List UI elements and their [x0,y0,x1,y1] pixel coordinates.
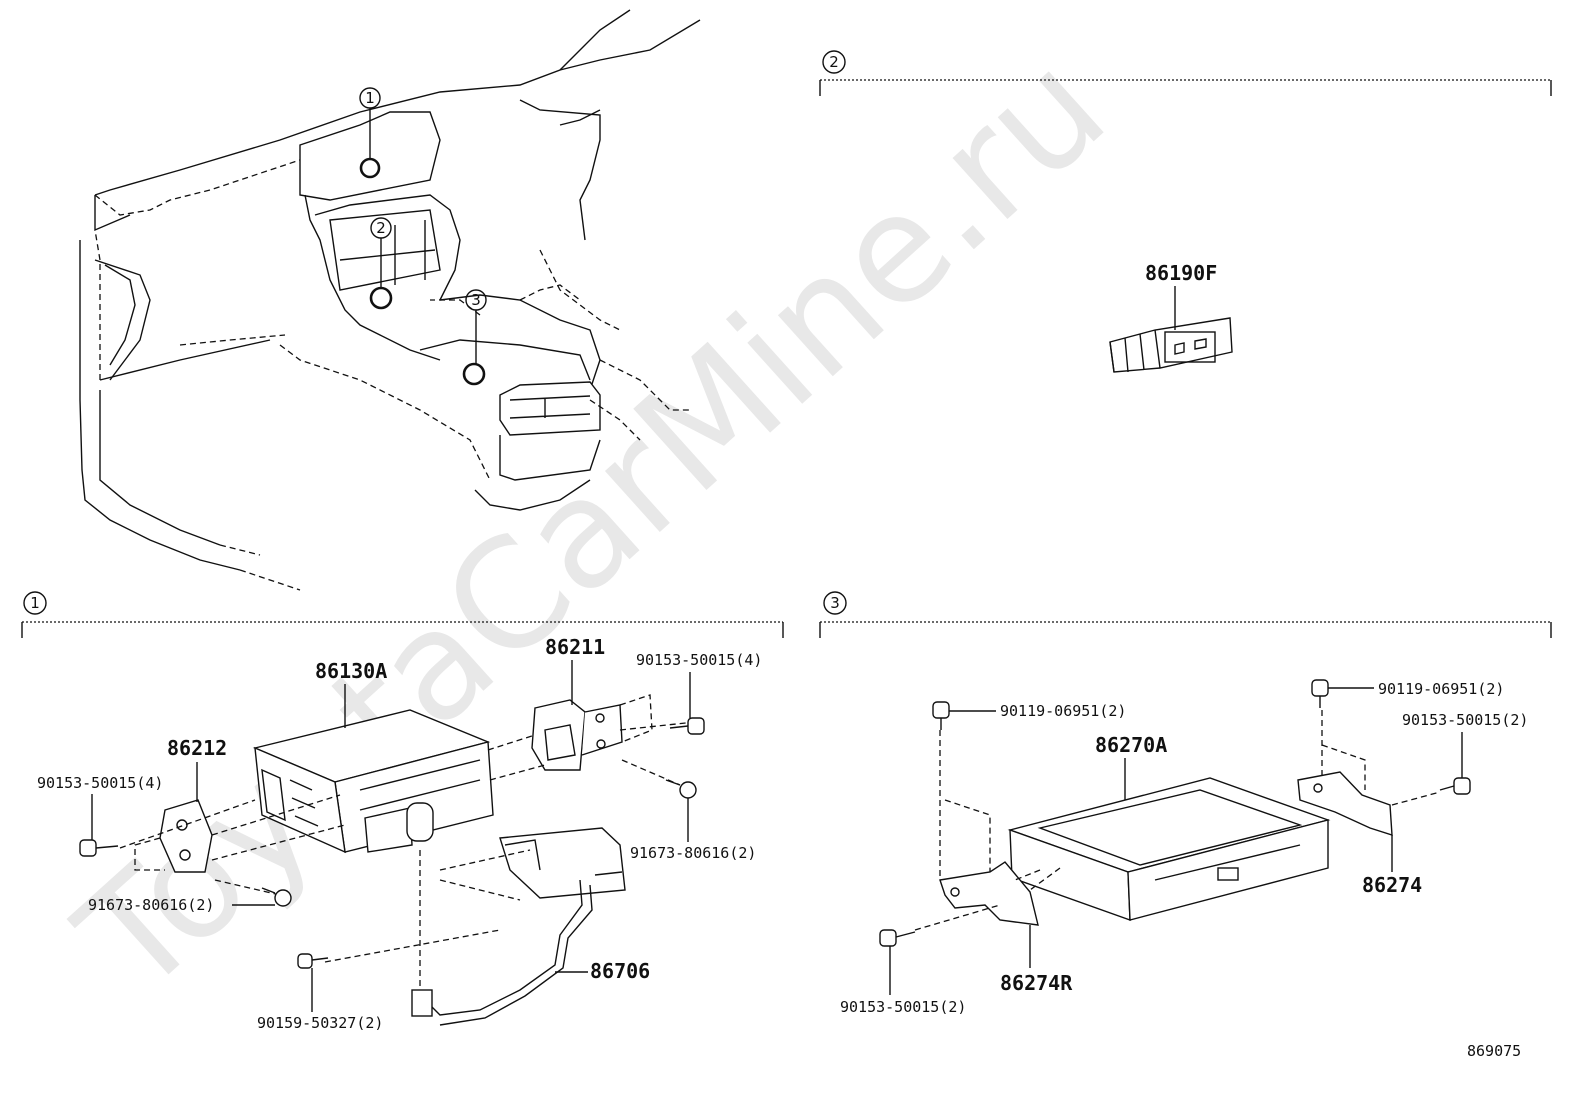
part-label-86130A: 86130A [315,659,387,683]
part-86212-bracket[interactable]: 86212 [134,736,227,873]
part-label-90153-50015-2-right: 90153-50015(2) [1402,711,1528,729]
section-3-header: 3 [819,591,1552,638]
part-label-86274R: 86274R [1000,971,1073,995]
section-number: 2 [829,53,839,71]
part-label-90159-50327-2: 90159-50327(2) [257,1014,383,1032]
interior-overview [79,9,701,591]
section-number: 1 [30,594,40,612]
part-label-90153-50015-4-left: 90153-50015(4) [37,774,163,792]
callout-number: 1 [365,89,375,107]
section-3-dashed-guides [914,710,1441,931]
part-label-91673-80616-2-left: 91673-80616(2) [88,896,214,914]
bolt-90153-section3-right[interactable]: 90153-50015(2) [1402,711,1528,795]
overview-callout-1[interactable]: 1 [359,87,381,179]
part-label-90119-06951-2-left: 90119-06951(2) [1000,702,1126,720]
section-number: 3 [830,594,840,612]
part-86211-bracket[interactable]: 86211 [531,635,653,771]
bolt-90119-left[interactable]: 90119-06951(2) [932,701,1126,730]
screw-91673-right[interactable]: 91673-80616(2) [630,779,756,862]
part-label-86270A: 86270A [1095,733,1167,757]
part-label-91673-80616-2-right: 91673-80616(2) [630,844,756,862]
part-label-90119-06951-2-right: 90119-06951(2) [1378,680,1504,698]
overview-callout-2[interactable]: 2 [369,217,393,310]
part-86274-bracket[interactable]: 86274 [1297,771,1422,897]
bolt-90153-left[interactable]: 90153-50015(4) [37,774,163,857]
section-1-dashed-guides [119,721,696,990]
bolt-90153-section3-left[interactable]: 90153-50015(2) [840,929,966,1016]
part-label-86706: 86706 [590,959,650,983]
bolt-90153-right[interactable]: 90153-50015(4) [636,651,762,735]
section-2-header: 2 [819,50,1552,96]
callout-number: 2 [376,219,386,237]
part-86190F-usb-port[interactable]: 86190F [1109,261,1233,373]
figure-code: 869075 [1467,1042,1521,1060]
part-86270A-unit[interactable]: 86270A [1007,733,1331,922]
part-86274R-bracket[interactable]: 86274R [939,861,1073,995]
bolt-90159[interactable]: 90159-50327(2) [257,953,383,1032]
part-label-86211: 86211 [545,635,605,659]
overview-callout-3[interactable]: 3 [462,289,487,386]
callout-number: 3 [471,291,481,309]
part-86130A-unit[interactable]: 86130A [252,659,494,854]
part-label-86190F: 86190F [1145,261,1217,285]
part-86706-harness[interactable]: 86706 [411,827,650,1026]
screw-91673-left[interactable]: 91673-80616(2) [88,887,292,914]
part-label-90153-50015-4-right: 90153-50015(4) [636,651,762,669]
section-1-header: 1 [21,591,784,638]
part-label-86212: 86212 [167,736,227,760]
part-label-86274: 86274 [1362,873,1422,897]
part-label-90153-50015-2-left: 90153-50015(2) [840,998,966,1016]
bolt-90119-right[interactable]: 90119-06951(2) [1311,679,1504,708]
